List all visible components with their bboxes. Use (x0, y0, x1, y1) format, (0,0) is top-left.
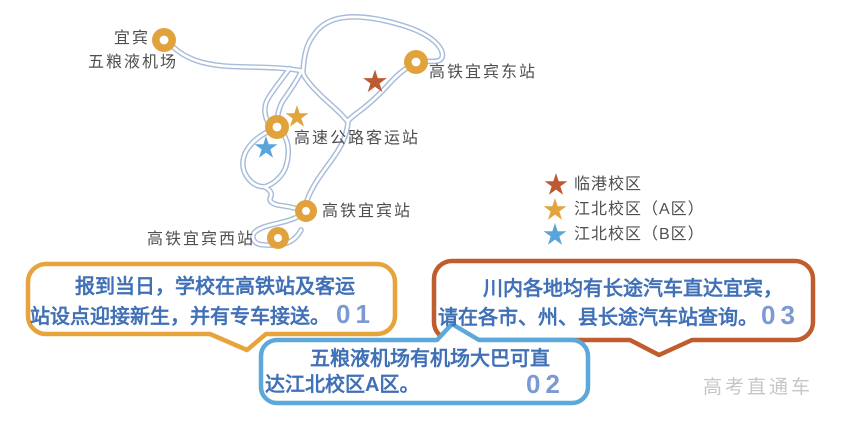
station-marker-east (404, 50, 428, 74)
bubble-02-number: 02 (526, 369, 565, 399)
station-label-east: 高铁宜宾东站 (429, 64, 538, 81)
legend-star-jiangbei-b-icon (543, 223, 567, 245)
bubble-02-text: 五粮液机场有机场大巴可直 达江北校区A区。 (265, 346, 550, 398)
bubble-01-text: 报到当日，学校在高铁站及客运 站设点迎接新生，并有专车接送。 (30, 272, 355, 332)
legend-item-jiangbei-a: 江北校区（A区） (574, 201, 705, 218)
legend-star-lingang-icon (544, 173, 568, 195)
station-label-west: 高铁宜宾西站 (147, 231, 256, 248)
watermark-gaokao-express: 高考直通车 (703, 377, 814, 398)
legend-star-jiangbei-a-icon (543, 198, 567, 220)
bubble-shape-03 (431, 258, 816, 358)
station-label-main: 高铁宜宾站 (322, 203, 413, 220)
station-marker-west (267, 227, 289, 249)
station-marker-airport (152, 28, 176, 52)
bubble-01-number: 01 (336, 299, 375, 329)
bubble-01-line1: 报到当日，学校在高铁站及客运 (75, 276, 355, 298)
bubble-shape-02 (258, 321, 591, 406)
bubble-02-line1: 五粮液机场有机场大巴可直 (310, 348, 550, 370)
bubble-03-text: 川内各地均有长途汽车直达宜宾， 请在各市、州、县长途汽车站查询。 (438, 275, 783, 333)
station-marker-main (295, 200, 317, 222)
station-label-airport-line2: 五粮液机场 (88, 54, 179, 71)
bubble-02-line2: 达江北校区A区。 (265, 374, 420, 396)
bubble-03-number: 03 (761, 300, 800, 330)
station-markers (152, 28, 428, 249)
legend-item-lingang: 临港校区 (574, 176, 643, 193)
legend-item-jiangbei-b: 江北校区（B区） (574, 226, 705, 243)
station-label-airport-line1: 宜宾 (114, 30, 151, 47)
bubble-03-line2: 请在各市、州、县长途汽车站查询。 (438, 307, 758, 329)
bubble-01-line2: 站设点迎接新生，并有专车接送。 (30, 306, 330, 328)
jiangbei-a-campus-star-icon (285, 105, 309, 127)
bubble-shape-01 (25, 261, 398, 353)
station-marker-coach (265, 115, 289, 139)
bubble-03-line1: 川内各地均有长途汽车直达宜宾， (483, 278, 783, 300)
station-label-coach: 高速公路客运站 (294, 130, 421, 147)
